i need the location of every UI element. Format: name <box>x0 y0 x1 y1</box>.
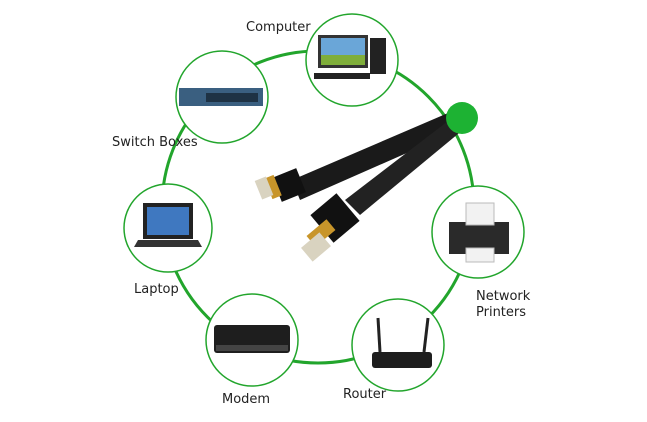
printer-node[interactable] <box>431 185 525 279</box>
laptop-label: Laptop <box>134 282 179 297</box>
router-label: Router <box>343 387 387 402</box>
network-printers-label: Network Printers <box>476 289 530 321</box>
computer-node[interactable] <box>305 13 399 107</box>
computer-tower-icon <box>370 38 386 74</box>
modem-label: Modem <box>222 392 271 407</box>
router-icon <box>372 352 432 368</box>
modem-node[interactable] <box>205 293 299 387</box>
router-node[interactable] <box>351 298 445 392</box>
printer-label-line2: Printers <box>476 305 527 320</box>
hub-dot <box>446 102 478 134</box>
printer-label-line1: Network <box>476 289 531 304</box>
laptop-node[interactable] <box>123 183 213 273</box>
computer-label: Computer <box>246 20 311 35</box>
ethernet-cable-1 <box>254 110 468 202</box>
switch-node[interactable] <box>175 50 269 144</box>
switch-boxes-label: Switch Boxes <box>112 135 198 150</box>
ethernet-cable-2 <box>301 118 470 262</box>
